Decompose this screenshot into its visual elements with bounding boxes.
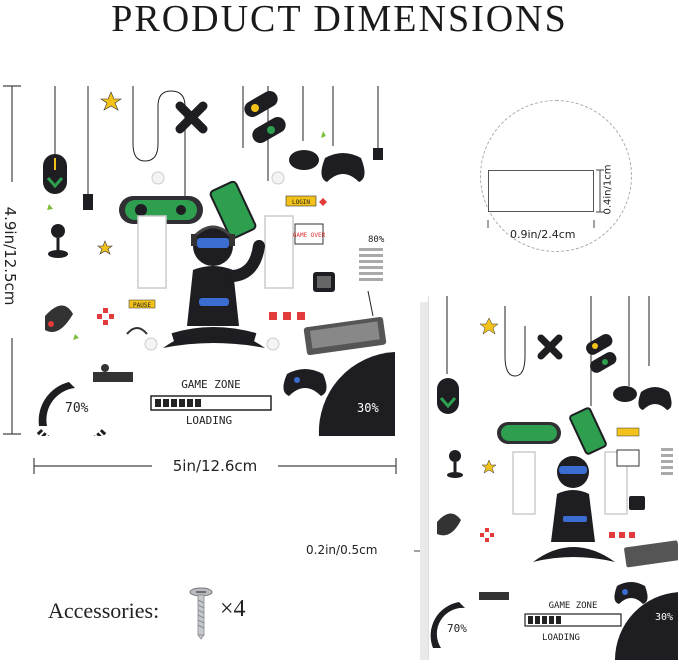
game-zone-text: GAME ZONE (181, 378, 241, 391)
page-title: PRODUCT DIMENSIONS (111, 0, 568, 40)
height-dimension-line (3, 85, 21, 435)
slot-width-label: 0.9in/2.4cm (510, 228, 576, 241)
wall-plate-angled: GAME ZONE LOADING 70% 30% (428, 296, 678, 660)
thickness-label: 0.2in/0.5cm (306, 543, 378, 557)
plate-artwork-angled: GAME ZONE LOADING 70% 30% (430, 296, 678, 660)
login-tag: LOGIN (292, 199, 310, 206)
width-dimension-line (33, 458, 397, 474)
percent-right-angled: 30% (655, 612, 673, 623)
screw-icon (189, 587, 213, 640)
percent-right: 30% (357, 401, 379, 415)
plate-edge (420, 301, 428, 661)
height-label: 4.9in/12.5cm (1, 206, 19, 306)
wall-plate-front: LOGIN GAME OVER 80% (33, 86, 395, 436)
game-over-tag: GAME OVER (293, 232, 326, 239)
plate-artwork: LOGIN GAME OVER 80% (36, 86, 395, 436)
slot-detail-circle (480, 100, 632, 252)
slot-height-label: 0.4in/1cm (602, 164, 614, 215)
percent-left-angled: 70% (447, 622, 467, 635)
accessories-label: Accessories: (48, 598, 160, 623)
accessories-count: ×4 (220, 596, 246, 622)
pause-tag: PAUSE (133, 302, 151, 309)
width-label: 5in/12.6cm (172, 457, 258, 475)
percent-left: 70% (65, 401, 89, 416)
loading-text-angled: LOADING (542, 633, 580, 643)
gamer-figure (163, 225, 265, 348)
slot-rectangle (488, 170, 594, 212)
loading-text: LOADING (186, 414, 232, 427)
game-zone-text-angled: GAME ZONE (549, 601, 598, 611)
percent-bar-label: 80% (368, 235, 385, 245)
slot-dimension-lines (487, 169, 604, 228)
